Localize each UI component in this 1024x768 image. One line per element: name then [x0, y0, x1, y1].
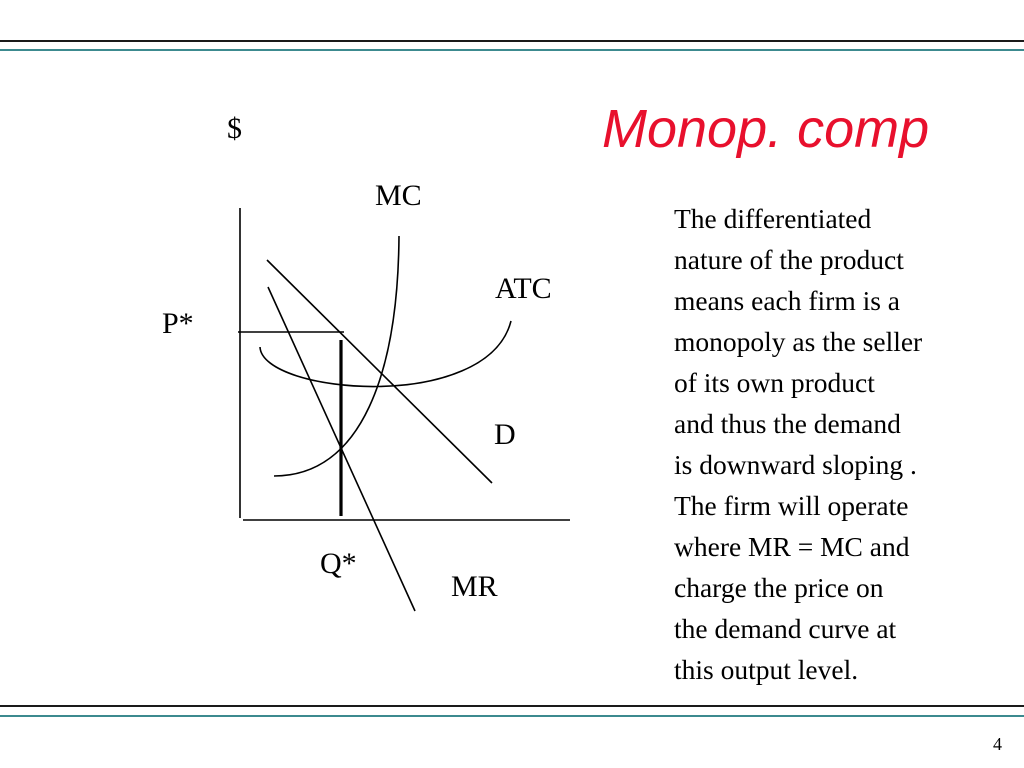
explanation-line: nature of the product — [674, 244, 904, 275]
explanation-line: means each firm is a — [674, 285, 901, 316]
mc-label: MC — [375, 179, 422, 212]
price-label: P* — [162, 307, 194, 340]
y-axis-label: $ — [227, 112, 242, 145]
explanation-line: and thus the demand — [674, 408, 901, 439]
explanation-line: charge the price on — [674, 572, 884, 603]
top-rule-dark — [0, 40, 1024, 42]
page-number: 4 — [993, 734, 1002, 754]
bottom-rule-teal — [0, 715, 1024, 717]
explanation-line: is downward sloping . — [674, 449, 917, 480]
slide-title: Monop. comp — [602, 99, 930, 159]
average-total-cost-curve — [259, 320, 512, 388]
demand-label: D — [494, 418, 516, 451]
atc-label: ATC — [495, 272, 552, 305]
explanation-line: this output level. — [674, 654, 859, 685]
explanation-line: The differentiated — [674, 203, 872, 234]
explanation-line: of its own product — [674, 367, 875, 398]
explanation-line: the demand curve at — [674, 613, 897, 644]
marginal-cost-curve — [273, 235, 400, 477]
explanation-text: The differentiated nature of the product… — [674, 198, 1020, 690]
mr-label: MR — [451, 570, 498, 603]
bottom-rule-dark — [0, 705, 1024, 707]
top-rule-teal — [0, 49, 1024, 51]
explanation-line: monopoly as the seller — [674, 326, 923, 357]
quantity-label: Q* — [320, 547, 357, 580]
demand-curve — [266, 259, 493, 484]
explanation-line: where MR = MC and — [674, 531, 910, 562]
explanation-line: The firm will operate — [674, 490, 909, 521]
